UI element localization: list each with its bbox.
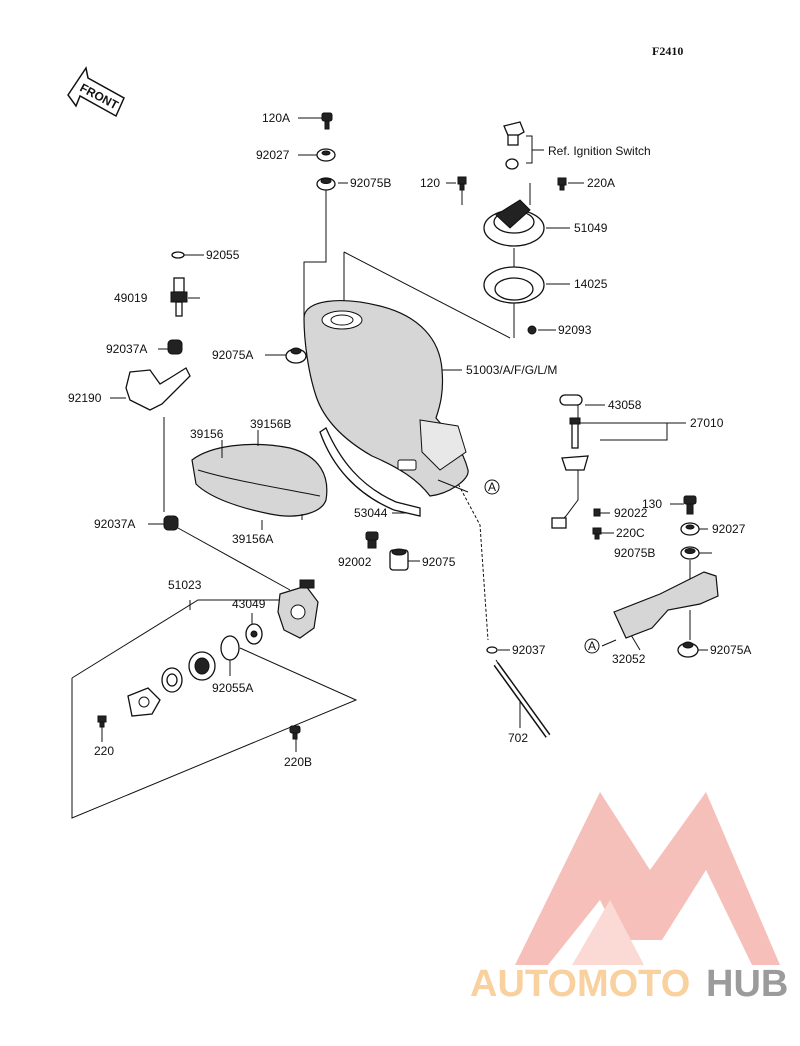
bracket-32052	[613, 571, 719, 639]
fuel-tank-51003	[303, 300, 469, 497]
part-labels: 120A 92027 92075B 120 220A Ref. Ignition…	[68, 111, 751, 769]
o-ring-92055	[171, 251, 185, 259]
label-92075A-right: 92075A	[710, 643, 751, 657]
gasket-43058	[559, 394, 583, 406]
label-32052: 32052	[612, 652, 646, 666]
bolt-92093	[527, 325, 537, 335]
label-92037A-top: 92037A	[106, 342, 147, 356]
label-39156B: 39156B	[250, 417, 291, 431]
clip-92037	[486, 646, 498, 654]
o-ring-92055A	[220, 635, 240, 661]
label-92075: 92075	[422, 555, 456, 569]
watermark-text-2: HUB	[706, 963, 788, 1005]
fitting-49019	[170, 277, 188, 317]
screw-220	[97, 715, 107, 728]
label-220: 220	[94, 744, 114, 758]
damper-92075A-right	[677, 641, 699, 658]
label-92075B-right: 92075B	[614, 546, 655, 560]
filler-cap-51049	[483, 199, 545, 247]
label-92075B-top: 92075B	[350, 176, 391, 190]
svg-text:A: A	[588, 639, 596, 653]
label-92022: 92022	[614, 506, 648, 520]
petcock-51023	[277, 579, 319, 639]
label-51003: 51003/A/F/G/L/M	[466, 363, 557, 377]
label-43058: 43058	[608, 398, 642, 412]
label-120A: 120A	[262, 111, 290, 125]
clip-92037A-top	[167, 339, 183, 355]
label-92027-top: 92027	[256, 148, 290, 162]
front-arrow-icon: FRONT	[67, 66, 125, 118]
figure-code: F2410	[652, 44, 683, 58]
pad-39156	[191, 443, 328, 520]
label-92093: 92093	[558, 323, 592, 337]
bolt-120A	[321, 112, 333, 130]
clip-92022	[593, 508, 601, 517]
bolt-92002	[365, 531, 379, 549]
callout-A-top: A	[484, 479, 500, 495]
screw-120	[457, 176, 467, 191]
clip-92037A-bottom	[163, 515, 179, 531]
callout-A-bottom: A	[584, 638, 600, 654]
watermark-text-1: AUTOMOTO	[470, 963, 690, 1005]
gasket-plate-14025	[483, 266, 545, 304]
label-39156A: 39156A	[232, 532, 273, 546]
ignition-key-icon	[503, 121, 525, 170]
screw-220B	[289, 725, 301, 740]
label-43049: 43049	[232, 597, 266, 611]
label-92037: 92037	[512, 643, 546, 657]
label-130: 130	[642, 497, 662, 511]
label-51023: 51023	[168, 578, 202, 592]
label-92055A: 92055A	[212, 681, 253, 695]
screw-220C	[592, 527, 602, 540]
label-92037A-bottom: 92037A	[94, 517, 135, 531]
leader-lines	[71, 117, 712, 819]
damper-92075	[389, 548, 409, 571]
bolt-130	[683, 495, 697, 515]
label-702: 702	[508, 731, 528, 745]
damper-92075A-left	[285, 347, 307, 364]
label-120: 120	[420, 176, 440, 190]
label-27010: 27010	[690, 416, 724, 430]
screw-220A	[557, 177, 567, 191]
label-220A: 220A	[587, 176, 615, 190]
label-49019: 49019	[114, 291, 148, 305]
label-92190: 92190	[68, 391, 102, 405]
label-92055: 92055	[206, 248, 240, 262]
svg-text:A: A	[488, 480, 496, 494]
label-92027-right: 92027	[712, 522, 746, 536]
watermark-logo: AUTOMOTO HUB	[470, 792, 788, 1005]
label-92002: 92002	[338, 555, 372, 569]
label-92075A-left: 92075A	[212, 348, 253, 362]
label-39156: 39156	[190, 427, 224, 441]
label-220B: 220B	[284, 755, 312, 769]
label-14025: 14025	[574, 277, 608, 291]
label-53044: 53044	[354, 506, 388, 520]
label-51049: 51049	[574, 221, 608, 235]
label-220C: 220C	[616, 526, 645, 540]
fuel-sender-27010	[551, 417, 589, 529]
hose-92190	[125, 367, 191, 411]
label-ref-ignition: Ref. Ignition Switch	[548, 144, 651, 158]
strip-53044	[319, 427, 421, 517]
